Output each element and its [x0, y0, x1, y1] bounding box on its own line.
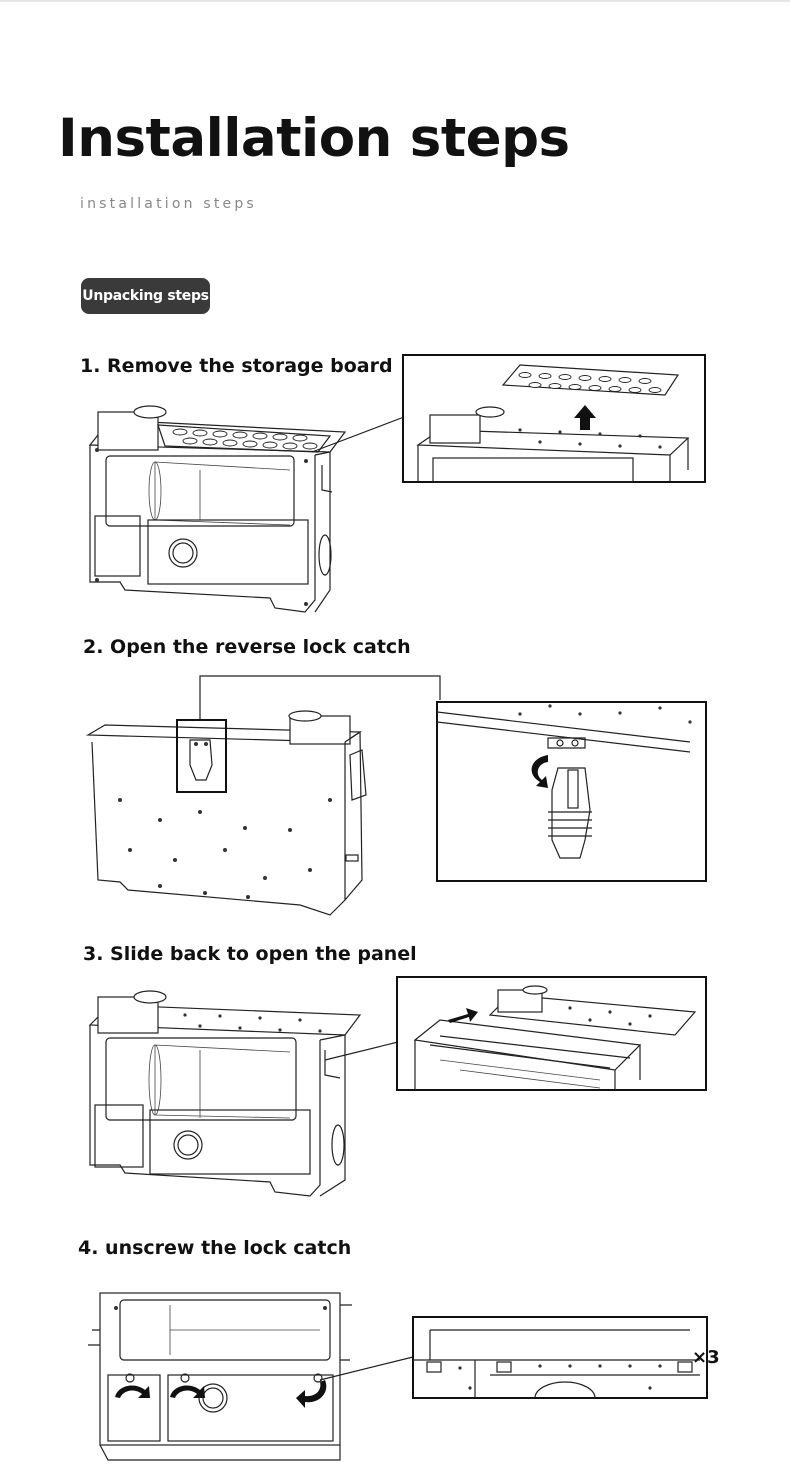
step-2-label: 2. Open the reverse lock catch: [83, 636, 411, 658]
count-label: ×3: [692, 1347, 720, 1368]
step-2-illustration: [85, 675, 707, 916]
arrow-right-icon: [448, 1008, 478, 1023]
arrow-up-icon: [574, 405, 596, 430]
step-2-inset: [436, 701, 707, 882]
step-1-label: 1. Remove the storage board: [80, 355, 393, 377]
step-3-inset: [396, 976, 707, 1091]
perforated-board: [172, 428, 318, 450]
step-3-label: 3. Slide back to open the panel: [83, 943, 417, 965]
curved-arrow-icon: [531, 755, 548, 788]
step-2-highlight-box: [176, 719, 227, 793]
page-subtitle: installation steps: [80, 196, 257, 212]
step-4-label: 4. unscrew the lock catch: [78, 1237, 352, 1259]
top-divider: [0, 0, 790, 2]
page-title: Installation steps: [58, 108, 570, 169]
curved-arrow-icon: [115, 1380, 327, 1408]
step-4-illustration: ×3: [88, 1292, 720, 1461]
step-3-illustration: [88, 976, 707, 1197]
step-1-illustration: [88, 354, 706, 613]
section-badge: Unpacking steps: [81, 278, 210, 314]
step-4-inset: [412, 1316, 708, 1399]
